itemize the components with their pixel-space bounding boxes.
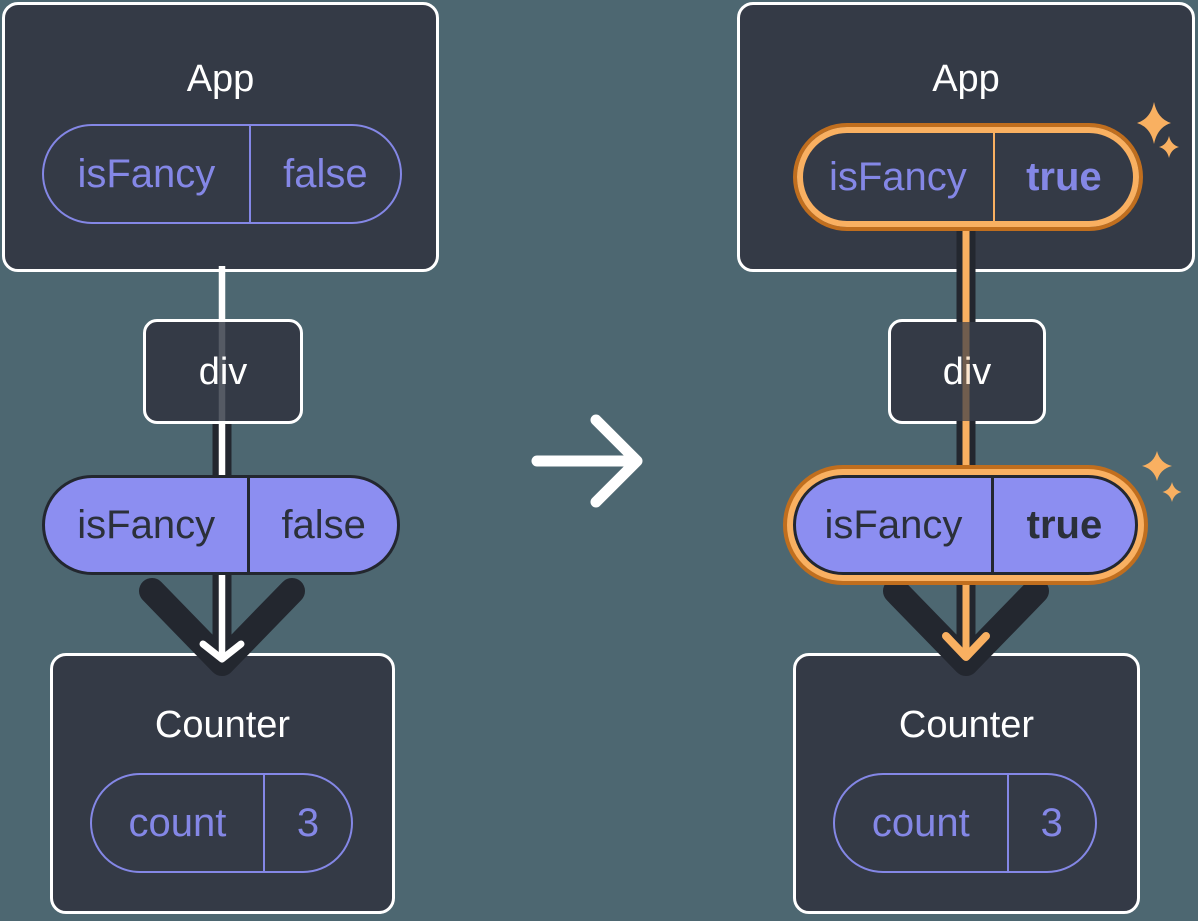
counter-title: Counter [154, 704, 291, 746]
prop-key: isFancy [77, 503, 216, 547]
prop-pill-after-highlighted: isFancy true [793, 475, 1138, 575]
div-node-card-before: div [143, 319, 303, 424]
prop-value: false [247, 478, 397, 572]
state-key: count [128, 801, 227, 845]
sparkle-icon [1142, 451, 1172, 481]
flow-after [883, 230, 1049, 676]
state-key: isFancy [828, 155, 967, 199]
state-value: 3 [262, 775, 351, 871]
state-value: 3 [1006, 775, 1095, 871]
state-value: false [248, 126, 400, 222]
state-value: true [992, 133, 1133, 221]
prop-key: isFancy [824, 503, 963, 547]
counter-state-pill-before: count 3 [90, 773, 353, 873]
div-node-card-after: div [888, 319, 1046, 424]
arrow-right-head [590, 414, 643, 508]
prop-pill-before: isFancy false [42, 475, 400, 575]
counter-state-pill-after: count 3 [833, 773, 1097, 873]
state-key: count [871, 801, 970, 845]
div-label: div [198, 350, 248, 393]
app-state-pill-after-highlighted: isFancy true [797, 127, 1139, 227]
state-key: isFancy [77, 152, 216, 196]
sparkles-prop-pill [1142, 451, 1182, 502]
div-label: div [942, 350, 992, 393]
app-state-pill-before: isFancy false [42, 124, 402, 224]
app-title: App [186, 58, 255, 100]
counter-title: Counter [898, 704, 1035, 746]
prop-value: true [990, 478, 1135, 572]
app-title: App [932, 58, 1000, 100]
transition-arrow-icon [531, 414, 643, 508]
sparkle-icon [1162, 482, 1182, 502]
